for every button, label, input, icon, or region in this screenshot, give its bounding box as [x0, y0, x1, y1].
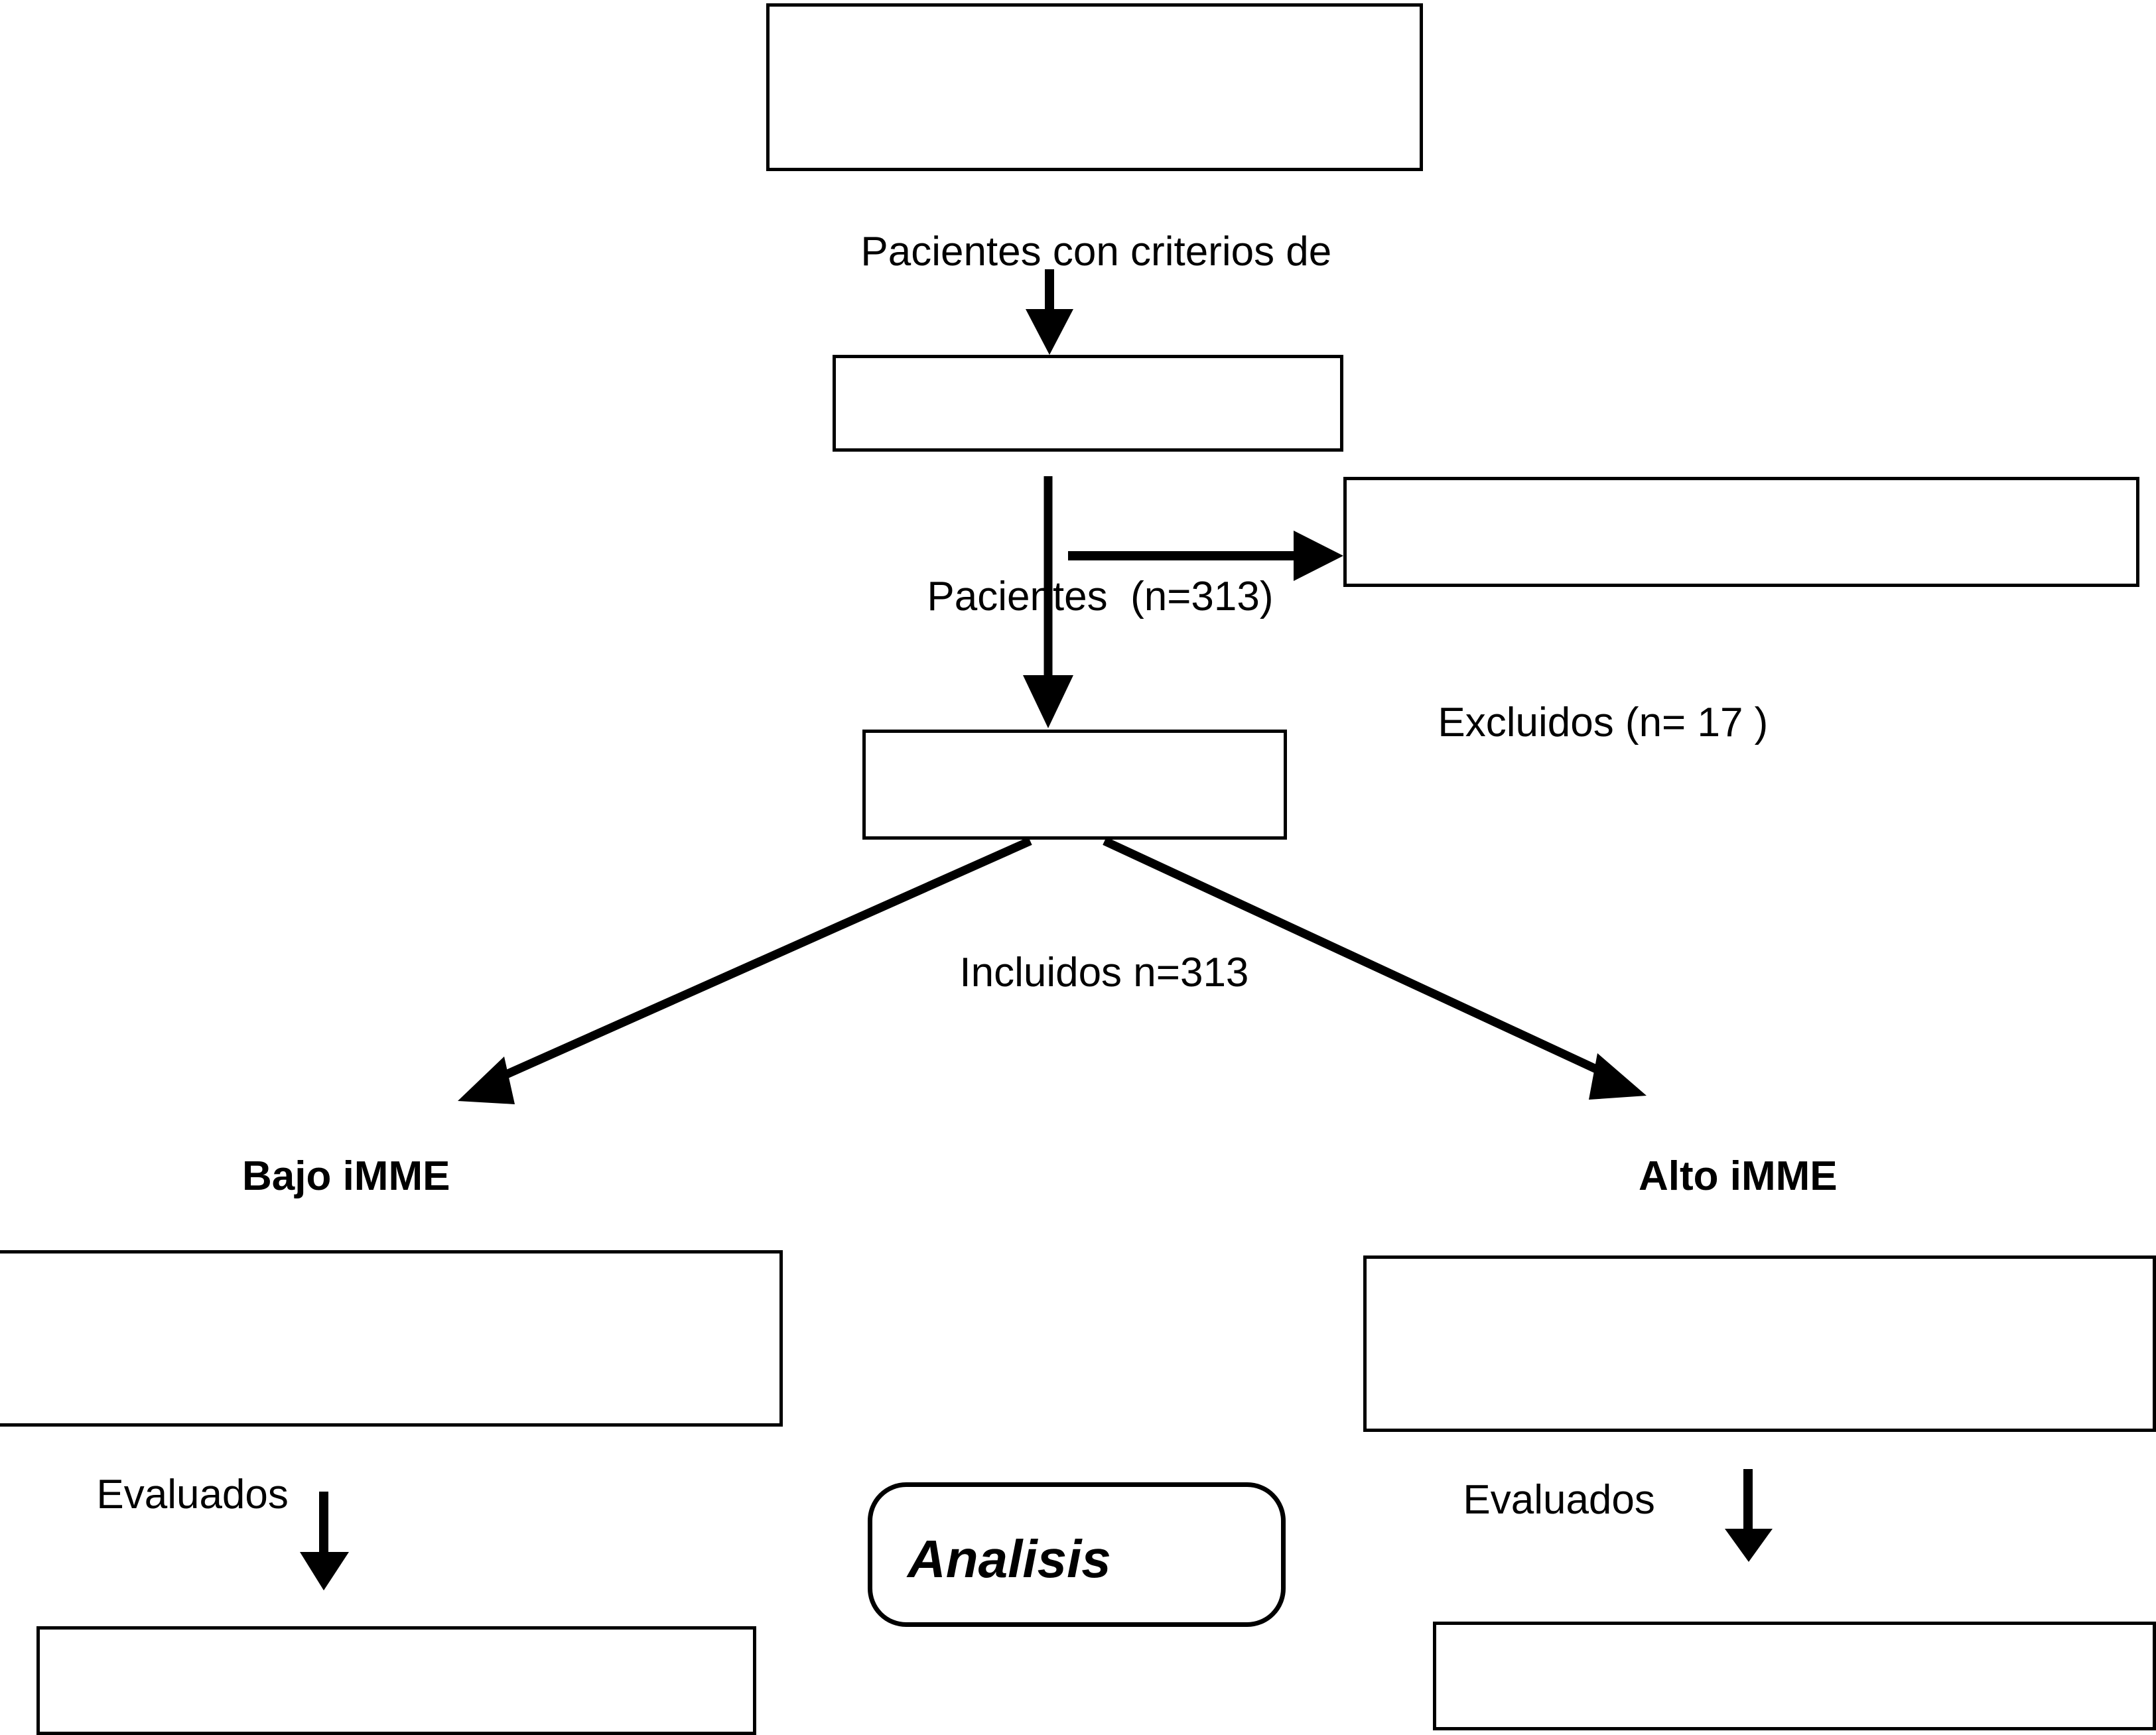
node-evaluated-low: Evaluados (n= 156) — [0, 1250, 783, 1681]
node-evaluated-high-line1: Evaluados — [1463, 1477, 1655, 1523]
node-analyzed-low: Analizados (n=156) — [36, 1626, 756, 1735]
node-patients-text: Pacientes (n=313) — [836, 485, 1340, 692]
node-excluded-text: Excluidos (n= 17 ) — [1347, 608, 2136, 818]
label-bajo-imme: Bajo iMME — [242, 1153, 450, 1199]
node-excluded-label: Excluidos (n= 17 ) — [1438, 700, 1769, 746]
node-analysis-label: Analisis — [908, 1529, 1111, 1588]
node-patients-label: Pacientes (n=313) — [927, 574, 1274, 620]
node-evaluated-low-line1: Evaluados — [96, 1472, 289, 1518]
node-evaluated-high: Evaluados (n= 157) — [1363, 1255, 2156, 1686]
node-inclusion-criteria: Pacientes con criterios de inclusion (n=… — [766, 3, 1423, 402]
node-analyzed-high: Analizados (n=157) — [1433, 1622, 2156, 1730]
label-alto-imme: Alto iMME — [1639, 1153, 1838, 1199]
node-included-text: Incluidos n=313 — [866, 860, 1284, 1068]
node-included-label: Incluidos n=313 — [959, 950, 1249, 996]
node-excluded: Excluidos (n= 17 ) — [1343, 477, 2139, 745]
node-patients: Pacientes (n=313) — [833, 355, 1343, 619]
node-included: Incluidos n=313 — [862, 730, 1287, 996]
node-analysis — [868, 1482, 1286, 1627]
node-inclusion-criteria-line1: Pacientes con criterios de — [860, 229, 1332, 275]
